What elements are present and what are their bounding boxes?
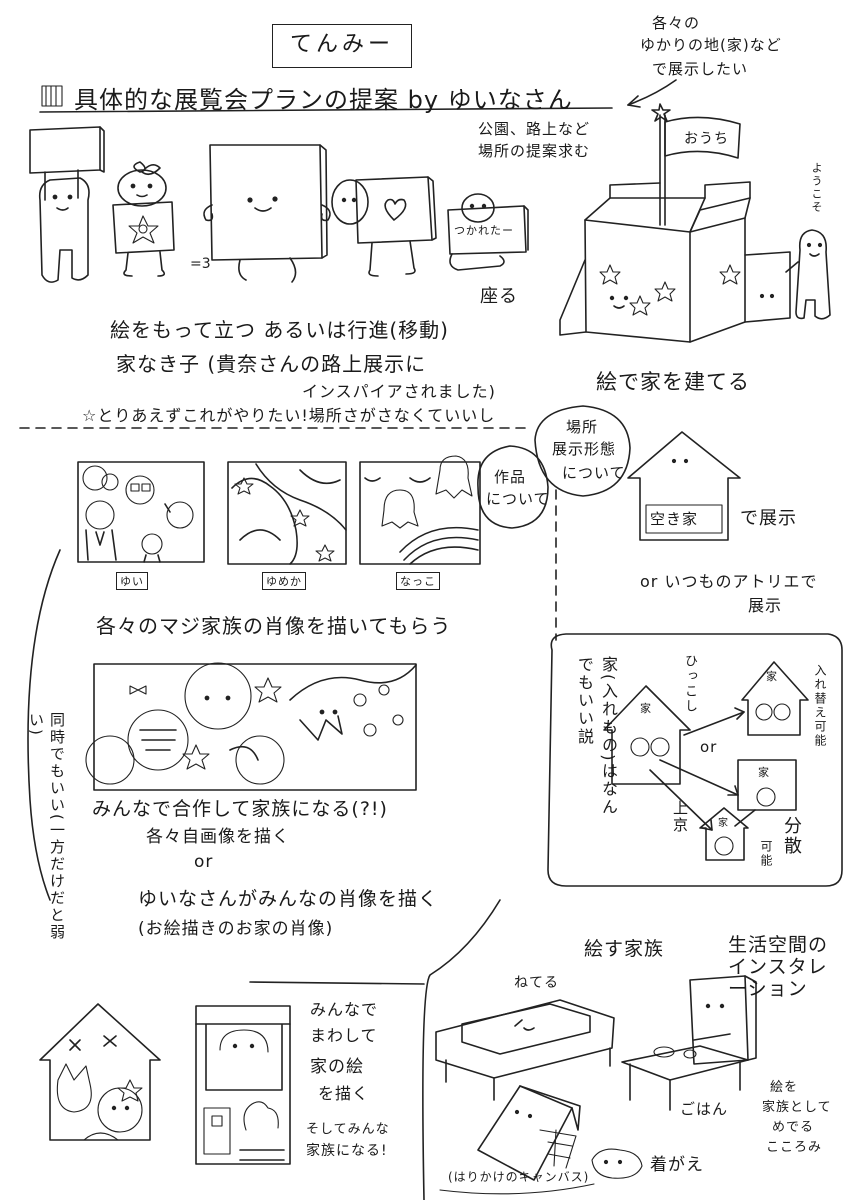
install-title: 生活空間のインスタレーション — [728, 934, 829, 1000]
plan-heading: 具体的な展覧会プランの提案 by ゆいなさん — [74, 86, 573, 114]
stand-line: 絵をもって立つ あるいは行進(移動) — [110, 318, 449, 342]
moving-diagram — [603, 661, 809, 861]
left-bracket — [27, 549, 61, 901]
corner-note-1: 各々の — [652, 14, 701, 32]
bubble-place-2: 展示形態 — [552, 440, 617, 458]
moving-frame — [547, 633, 843, 887]
painting-house — [559, 103, 791, 343]
portrait-line: 各々のマジ家族の肖像を描いてもらう — [96, 614, 452, 638]
pass-around-5: そしてみんな — [306, 1122, 390, 1137]
pass-around-2: まわして — [310, 1026, 378, 1045]
bubble-place-1: 場所 — [566, 418, 599, 436]
kokoromi-3: めでる — [772, 1120, 815, 1135]
kokoromi-4: こころみ — [766, 1140, 823, 1155]
bubble-place-3: について — [562, 464, 626, 482]
pass-around-6: 家族になる! — [306, 1143, 388, 1159]
house-a — [603, 685, 691, 785]
bunsan-label: 分散 — [781, 816, 802, 856]
hikkoshi-label: ひっこし — [682, 654, 697, 714]
house-d-label: 家 — [718, 818, 729, 829]
bubble-works — [477, 445, 549, 529]
corner-note-2: ゆかりの地(家)など — [640, 36, 782, 54]
self-portrait-line: 各々自画像を描く — [146, 827, 290, 847]
bubble-works-2: について — [486, 490, 550, 508]
kanou-label: 可能 — [759, 840, 773, 868]
figure-heart-canvas — [331, 176, 437, 277]
build-house-line: 絵で家を建てる — [596, 370, 750, 394]
welcome-figure — [785, 229, 831, 320]
bottom-divider-right — [422, 899, 501, 1200]
sit-label: 座る — [480, 286, 518, 307]
inspired-line: インスパイアされました) — [302, 382, 496, 401]
figure-holding-sign-up — [29, 126, 105, 283]
neteru-label: ねてる — [514, 975, 559, 991]
house-c-label: 家 — [758, 766, 770, 779]
eq3-mark: =3 — [190, 256, 211, 272]
shop-painting — [195, 1005, 291, 1165]
house-b-label: 家 — [766, 670, 778, 683]
kokoromi-1: 絵を — [770, 1080, 799, 1095]
heading-underline — [39, 107, 613, 113]
homeless-line: 家なき子 (貴奈さんの路上展示に — [116, 352, 427, 376]
house-d — [699, 807, 749, 861]
figure-sitting-tired — [447, 193, 529, 271]
gohan-label: ごはん — [680, 1100, 729, 1118]
bed-painting — [435, 999, 615, 1101]
akiya-label: 空き家 — [650, 510, 699, 528]
name-tag-yumeka: ゆめか — [262, 572, 306, 590]
want-line: ☆とりあえずこれがやりたい!場所さがさなくていいし — [82, 406, 496, 425]
akiya-house — [627, 431, 741, 541]
tired-sign-label: つかれたー — [454, 224, 514, 237]
figure-big-canvas — [203, 144, 331, 283]
bubble-place — [534, 405, 631, 497]
welcome-label: ようこそ — [810, 162, 823, 214]
house-flag-label: おうち — [684, 131, 729, 147]
atelier-line: or いつものアトリエで — [640, 572, 818, 591]
name-tag-natsuko: なっこ — [396, 572, 440, 590]
yuina-line: ゆいなさんがみんなの肖像を描く — [138, 888, 439, 910]
corner-arrow — [627, 79, 677, 106]
figure-star-canvas — [112, 161, 175, 277]
name-tag-yui: ゆい — [116, 572, 148, 590]
painting-yui — [77, 461, 205, 563]
family-title: 絵す家族 — [584, 938, 665, 960]
bubble-works-1: 作品 — [494, 468, 527, 486]
moving-or-label: or — [700, 738, 718, 756]
atelier-line-2: 展示 — [748, 596, 783, 615]
pass-around-4: を描く — [318, 1084, 370, 1103]
or-label: or — [194, 852, 214, 872]
house-b — [741, 661, 809, 736]
bottom-house — [39, 1003, 161, 1141]
painting-natsuko — [359, 455, 481, 565]
kigae-label: 着がえ — [650, 1155, 704, 1175]
jokyo-label: 上京 — [671, 800, 689, 834]
simultaneous-note: 同時でもいい(一方だけだと弱い) — [27, 712, 66, 941]
kokoromi-2: 家族として — [762, 1100, 832, 1115]
park-note-2: 場所の提案求む — [478, 142, 591, 160]
flag-star-icon — [651, 103, 671, 122]
vessel-note: 家(入れもの)はなんでもいい説 — [575, 656, 618, 817]
pass-around-3: 家の絵 — [310, 1057, 364, 1077]
clothes-painting — [477, 1085, 643, 1181]
house-flag — [664, 116, 741, 159]
canvas-caption: (はりかけのキャンバス) — [448, 1170, 590, 1184]
heading-bullet-icon — [41, 85, 63, 107]
dining-painting — [621, 975, 757, 1111]
together-line: みんなで合作して家族になる(?!) — [92, 798, 388, 820]
page-title: てんみー — [272, 24, 412, 68]
painting-yumeka — [227, 461, 347, 565]
bottom-divider-left — [249, 981, 425, 985]
house-c — [737, 759, 797, 811]
pass-around-1: みんなで — [310, 1000, 379, 1019]
corner-note-3: で展示したい — [652, 60, 749, 78]
collab-painting — [85, 662, 417, 791]
house-portrait-line: (お絵描きのお家の肖像) — [138, 919, 334, 939]
irekae-label: 入れ替え可能 — [813, 664, 827, 748]
house-a-label: 家 — [640, 702, 652, 715]
park-note-1: 公園、路上など — [478, 120, 591, 138]
akiya-suffix: で展示 — [740, 508, 797, 529]
